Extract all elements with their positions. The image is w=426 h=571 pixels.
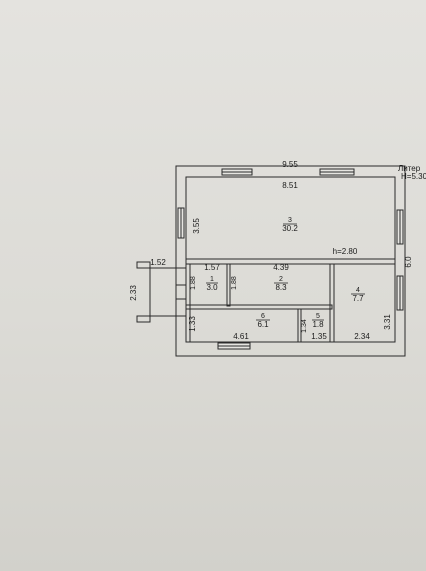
- room2-number: 2: [279, 276, 283, 283]
- room3-area: 30.2: [282, 224, 298, 233]
- height-label: H=5.30: [401, 172, 426, 181]
- dim-room4-height: 3.31: [383, 314, 392, 330]
- dim-porch-height: 2.33: [129, 285, 138, 301]
- outer-walls: [175, 165, 406, 357]
- dim-outer-width: 9.55: [282, 160, 298, 169]
- dim-room1-width: 1.57: [204, 263, 220, 272]
- room5-area: 1.8: [312, 320, 324, 329]
- dim-room3-height: 3.55: [192, 218, 201, 234]
- room4-area: 7.7: [352, 294, 364, 303]
- dim-room3-width: 8.51: [282, 181, 298, 190]
- room2-area: 8.3: [275, 283, 287, 292]
- partitions: [185, 258, 396, 343]
- dim-room4-width: 2.34: [354, 332, 370, 341]
- room1-number: 1: [210, 276, 214, 283]
- porch: [136, 261, 186, 323]
- room6-area: 6.1: [257, 320, 269, 329]
- dim-room2-width: 4.39: [273, 263, 289, 272]
- dim-room6-width: 4.61: [233, 332, 249, 341]
- liter-label: Литер: [398, 164, 421, 173]
- room6-number: 6: [261, 313, 265, 320]
- dim-outer-height: 6.0: [404, 256, 413, 268]
- room3-number: 3: [288, 217, 292, 224]
- room5-number: 5: [316, 313, 320, 320]
- windows: [177, 168, 404, 350]
- ceiling-height: h=2.80: [333, 247, 358, 256]
- dim-room6-height: 1.33: [188, 316, 197, 332]
- dim-room5-width: 1.35: [311, 332, 327, 341]
- dim-room1-height: 1.88: [190, 276, 197, 290]
- room1-area: 3.0: [206, 283, 218, 292]
- room4-number: 4: [356, 287, 360, 294]
- dim-room5-height: 1.34: [301, 319, 308, 333]
- dim-porch-width: 1.52: [150, 258, 166, 267]
- dim-room2-height: 1.88: [231, 276, 238, 290]
